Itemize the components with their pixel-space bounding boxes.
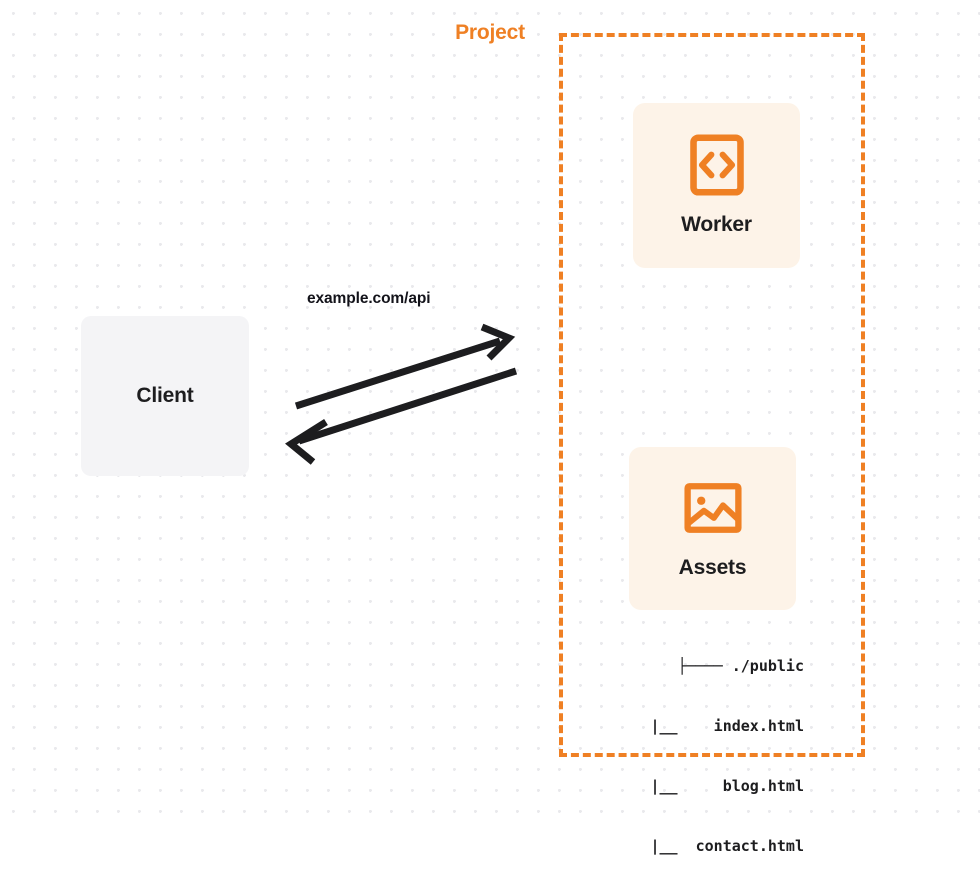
file-tree-row: |__ contact.html bbox=[614, 837, 804, 855]
client-node[interactable]: Client bbox=[81, 316, 249, 476]
file-tree-row: ├──── ./public bbox=[677, 657, 804, 675]
image-photo-icon bbox=[683, 483, 742, 533]
client-node-label: Client bbox=[136, 384, 194, 407]
connection-label: example.com/api bbox=[307, 290, 431, 307]
worker-card[interactable]: Worker bbox=[633, 103, 800, 268]
project-container bbox=[559, 33, 865, 757]
assets-card[interactable]: Assets bbox=[629, 447, 796, 610]
diagram-canvas: Client example.com/api Project Worker bbox=[0, 0, 980, 855]
file-tree-row: |__ blog.html bbox=[614, 777, 804, 795]
response-arrow-icon bbox=[285, 367, 518, 465]
assets-file-tree: ├──── ./public |__ index.html |__ blog.h… bbox=[604, 616, 804, 896]
file-tree-row: |__ index.html bbox=[614, 717, 804, 735]
worker-card-label: Worker bbox=[681, 213, 752, 236]
assets-card-label: Assets bbox=[678, 556, 747, 579]
code-brackets-icon bbox=[689, 134, 744, 196]
project-title: Project bbox=[448, 21, 532, 45]
request-arrow-icon bbox=[294, 323, 516, 410]
